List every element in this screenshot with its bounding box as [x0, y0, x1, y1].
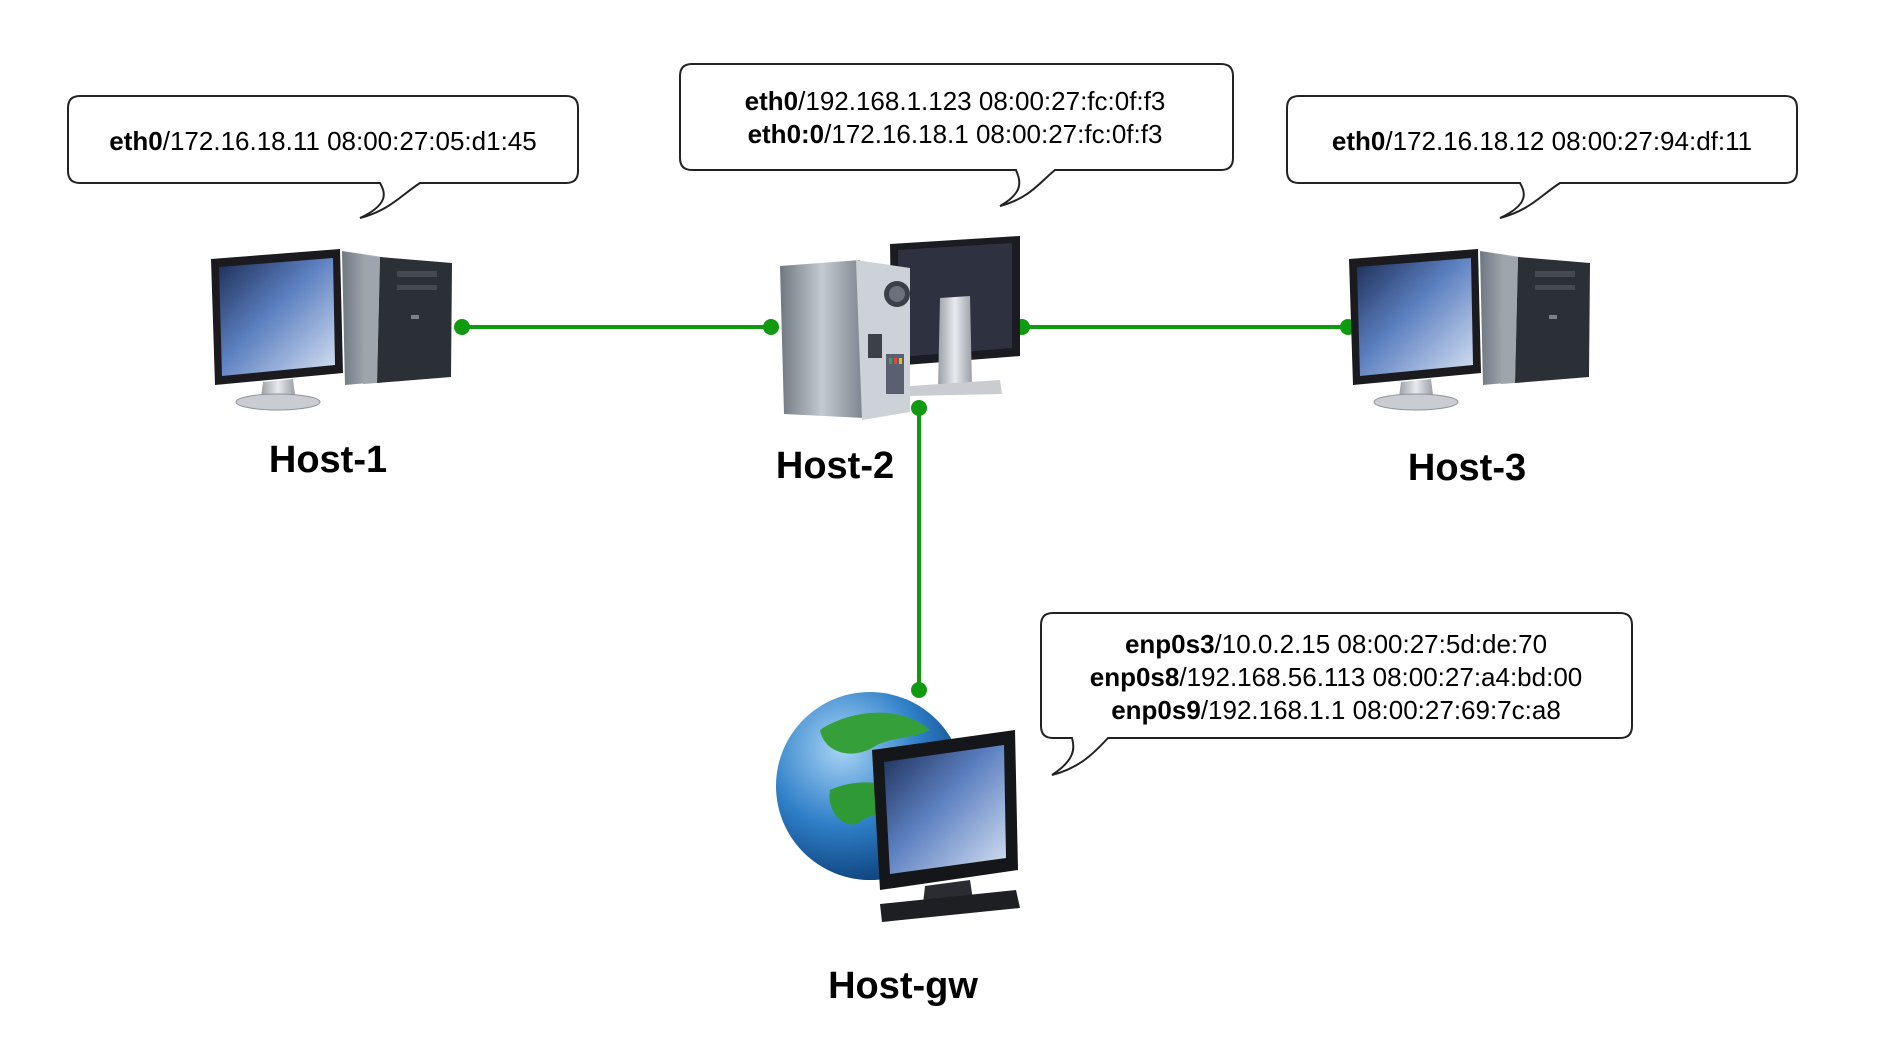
host-label: Host-gw — [828, 965, 978, 1007]
interface-detail: /10.0.2.15 08:00:27:5d:de:70 — [1215, 629, 1548, 659]
link-endpoint-dot — [911, 682, 927, 698]
link-endpoint-dot — [454, 319, 470, 335]
host-label: Host-1 — [269, 439, 387, 481]
interface-detail: /172.16.18.12 08:00:27:94:df:11 — [1385, 126, 1752, 156]
interface-name: eth0 — [745, 86, 798, 116]
network-links — [454, 319, 1356, 698]
interface-name: enp0s8 — [1090, 662, 1180, 692]
host-3-node[interactable]: Host-3 eth0/172.16.18.12 08:00:27:94:df:… — [1286, 95, 1798, 489]
interface-detail: /192.168.1.123 08:00:27:fc:0f:f3 — [798, 86, 1165, 116]
svg-text:eth0/172.16.18.12 08:00:27:94:: eth0/172.16.18.12 08:00:27:94:df:11 — [1332, 126, 1752, 156]
interface-callout: eth0/172.16.18.12 08:00:27:94:df:11 — [1286, 95, 1798, 219]
svg-text:eth0:0/172.16.18.1 08:00:27:fc: eth0:0/172.16.18.1 08:00:27:fc:0f:f3 — [748, 119, 1163, 149]
desktop-computer-icon — [1348, 248, 1591, 411]
svg-text:enp0s8/192.168.56.113 08:00:27: enp0s8/192.168.56.113 08:00:27:a4:bd:00 — [1090, 662, 1583, 692]
svg-text:eth0/172.16.18.11 08:00:27:05:: eth0/172.16.18.11 08:00:27:05:d1:45 — [109, 126, 536, 156]
svg-text:enp0s3/10.0.2.15 08:00:27:5d:d: enp0s3/10.0.2.15 08:00:27:5d:de:70 — [1125, 629, 1547, 659]
host-1-node[interactable]: Host-1 eth0/172.16.18.11 08:00:27:05:d1:… — [67, 95, 579, 481]
link-endpoint-dot — [911, 400, 927, 416]
svg-text:eth0/192.168.1.123 08:00:27:fc: eth0/192.168.1.123 08:00:27:fc:0f:f3 — [745, 86, 1166, 116]
interface-detail: /192.168.56.113 08:00:27:a4:bd:00 — [1179, 662, 1582, 692]
interface-callout: eth0/192.168.1.123 08:00:27:fc:0f:f3 eth… — [679, 63, 1234, 207]
host-gw-node[interactable]: Host-gw enp0s3/10.0.2.15 08:00:27:5d:de:… — [776, 612, 1633, 1007]
interface-name: enp0s9 — [1111, 695, 1201, 725]
desktop-computer-icon — [210, 248, 453, 411]
interface-detail: /172.16.18.1 08:00:27:fc:0f:f3 — [824, 119, 1162, 149]
interface-name: eth0:0 — [748, 119, 825, 149]
interface-name: eth0 — [109, 126, 162, 156]
interface-callout: eth0/172.16.18.11 08:00:27:05:d1:45 — [67, 95, 579, 219]
interface-detail: /192.168.1.1 08:00:27:69:7c:a8 — [1201, 695, 1561, 725]
interface-name: eth0 — [1332, 126, 1385, 156]
host-2-node[interactable]: Host-2 eth0/192.168.1.123 08:00:27:fc:0f… — [679, 63, 1234, 487]
interface-callout: enp0s3/10.0.2.15 08:00:27:5d:de:70 enp0s… — [1040, 612, 1633, 776]
host-label: Host-2 — [776, 445, 894, 487]
link-endpoint-dot — [763, 319, 779, 335]
globe-monitor-icon — [776, 692, 1020, 922]
host-label: Host-3 — [1408, 447, 1526, 489]
interface-detail: /172.16.18.11 08:00:27:05:d1:45 — [163, 126, 537, 156]
svg-text:enp0s9/192.168.1.1 08:00:27:69: enp0s9/192.168.1.1 08:00:27:69:7c:a8 — [1111, 695, 1561, 725]
tower-computer-icon — [780, 236, 1020, 420]
interface-name: enp0s3 — [1125, 629, 1215, 659]
